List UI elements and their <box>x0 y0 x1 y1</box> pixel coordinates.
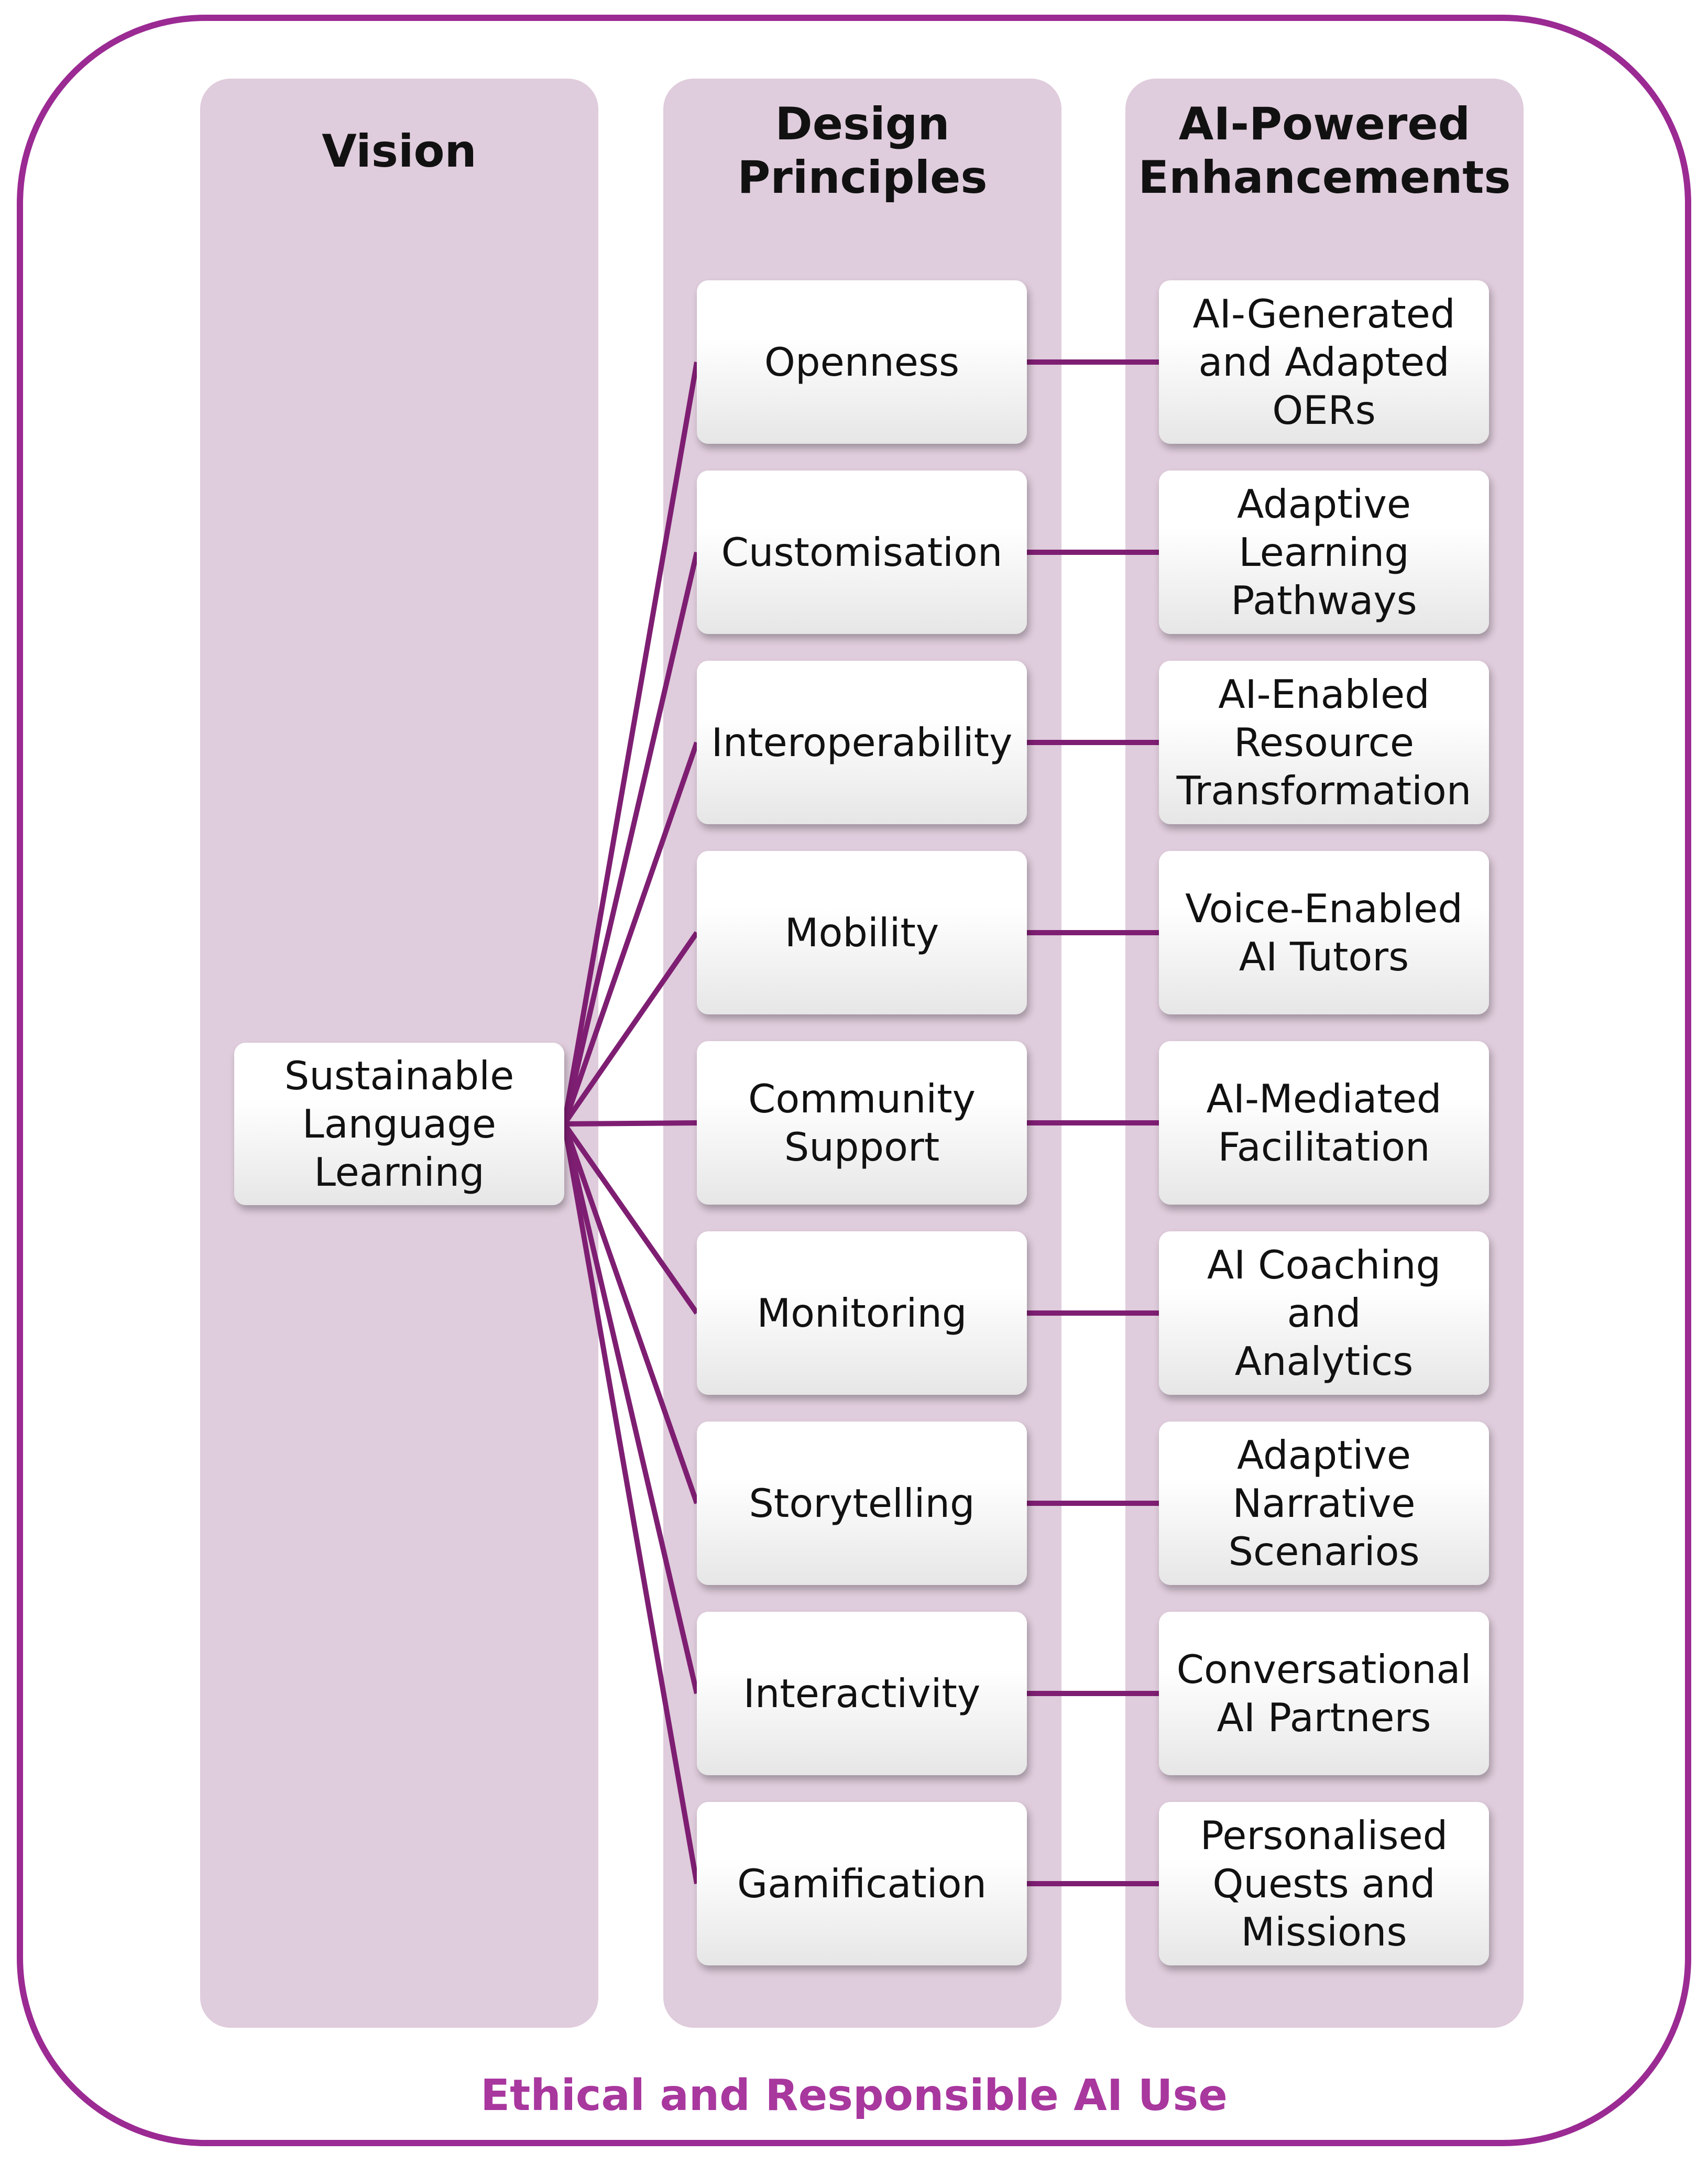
vision-to-principle-connector <box>562 931 699 1125</box>
ai-title-line-2: Enhancements <box>1138 151 1511 204</box>
outer-frame <box>17 15 1691 2146</box>
design-principle-label: Gamification <box>737 1860 987 1908</box>
vision-to-principle-connector <box>562 362 699 1124</box>
ai-enhancement-label-line-3: OERs <box>1272 387 1376 433</box>
vision-to-principle-connector <box>562 1123 699 1884</box>
ai-enhancement-label-line-2: Learning <box>1239 529 1409 575</box>
design-principle-label-line-1: Interactivity <box>743 1670 981 1717</box>
design-principle-box-monitoring: Monitoring <box>697 1231 1027 1395</box>
vision-box-label-line-2: Language <box>302 1101 497 1147</box>
vision-to-principle-connector <box>562 1123 699 1695</box>
design-principle-label: Interoperability <box>711 718 1013 767</box>
ai-enhancement-label-line-2: Narrative <box>1232 1480 1416 1526</box>
design-principle-label: Interactivity <box>743 1669 981 1718</box>
ai-enhancement-label-line-1: AI-Enabled <box>1218 671 1430 717</box>
design-principle-box-customisation: Customisation <box>697 471 1027 634</box>
design-principle-label-line-1: Openness <box>764 339 960 385</box>
design-principle-box-gamification: Gamification <box>697 1802 1027 1965</box>
design-title-line-1: Design <box>775 98 950 150</box>
vision-to-principle-connector <box>562 1122 699 1315</box>
ai-title-line-1: AI-Powered <box>1178 98 1471 150</box>
design-principle-label: Mobility <box>785 909 939 957</box>
design-principle-label: Openness <box>764 338 959 386</box>
ai-enhancement-label-line-3: Transformation <box>1176 768 1472 814</box>
design-principles-column-title: Design Principles <box>663 97 1061 204</box>
ai-enhancement-label-line-1: Conversational <box>1176 1646 1472 1692</box>
ai-enhancement-label-line-3: Pathways <box>1231 577 1417 624</box>
ai-enhancement-label-line-1: AI-Generated <box>1192 291 1455 337</box>
vision-to-principle-connector <box>562 1123 699 1504</box>
design-principle-label-line-1: Customisation <box>721 529 1003 575</box>
vision-to-principle-connector <box>562 741 699 1125</box>
vision-box-label-line-1: Sustainable <box>284 1053 514 1099</box>
design-principle-label-line-1: Mobility <box>784 910 939 956</box>
ai-enhancement-label-line-1: AI-Mediated <box>1206 1076 1442 1122</box>
design-principle-box-interoperability: Interoperability <box>697 661 1027 824</box>
ai-enhancement-label-line-1: Adaptive <box>1237 481 1411 527</box>
vision-to-principle-connector <box>562 551 699 1125</box>
vision-to-principle-connector <box>564 1120 697 1127</box>
ai-enhancement-label-line-2: AI Partners <box>1217 1695 1431 1741</box>
ai-enhancement-label-line-1: Adaptive <box>1237 1432 1411 1478</box>
vision-column-title: Vision <box>322 125 477 178</box>
design-principle-label-line-1: Monitoring <box>757 1290 967 1336</box>
design-principle-box-mobility: Mobility <box>697 851 1027 1014</box>
design-principle-label: Monitoring <box>757 1289 967 1337</box>
design-principle-label-line-2: Support <box>784 1124 940 1170</box>
design-principle-box-openness: Openness <box>697 280 1027 444</box>
ai-enhancement-label-line-2: and Adapted <box>1198 339 1450 385</box>
ai-enhancement-label-line-1: Voice-Enabled <box>1185 886 1463 932</box>
ai-enhancement-label-line-2: AI Tutors <box>1239 934 1409 980</box>
design-principle-label: Storytelling <box>749 1479 975 1527</box>
ai-enhancement-label-line-3: Scenarios <box>1228 1528 1420 1575</box>
ai-enhancement-label-line-2: Quests and <box>1212 1861 1436 1907</box>
ai-enhancement-label-line-1: AI Coaching and <box>1207 1242 1441 1336</box>
footer-caption: Ethical and Responsible AI Use <box>480 2071 1228 2121</box>
vision-box-label-line-3: Learning <box>314 1149 485 1195</box>
ai-enhancement-label-line-2: Resource <box>1234 719 1414 766</box>
design-principle-label-line-1: Storytelling <box>749 1480 975 1526</box>
design-principle-box-interactivity: Interactivity <box>697 1612 1027 1775</box>
design-principle-label-line-1: Community <box>748 1076 976 1122</box>
design-principle-label-line-1: Gamification <box>737 1861 987 1907</box>
ai-enhancement-label-line-3: Missions <box>1241 1909 1407 1955</box>
design-principle-box-storytelling: Storytelling <box>697 1422 1027 1585</box>
design-principle-label: Customisation <box>721 528 1003 576</box>
ai-enhancements-column-title: AI-Powered Enhancements <box>1125 97 1524 204</box>
design-title-line-2: Principles <box>737 151 988 204</box>
ai-enhancement-label-line-2: Analytics <box>1234 1338 1414 1384</box>
ai-enhancement-label-line-2: Facilitation <box>1218 1124 1430 1170</box>
ai-enhancement-label-line-1: Personalised <box>1200 1812 1448 1859</box>
design-principle-label-line-1: Interoperability <box>711 719 1013 766</box>
